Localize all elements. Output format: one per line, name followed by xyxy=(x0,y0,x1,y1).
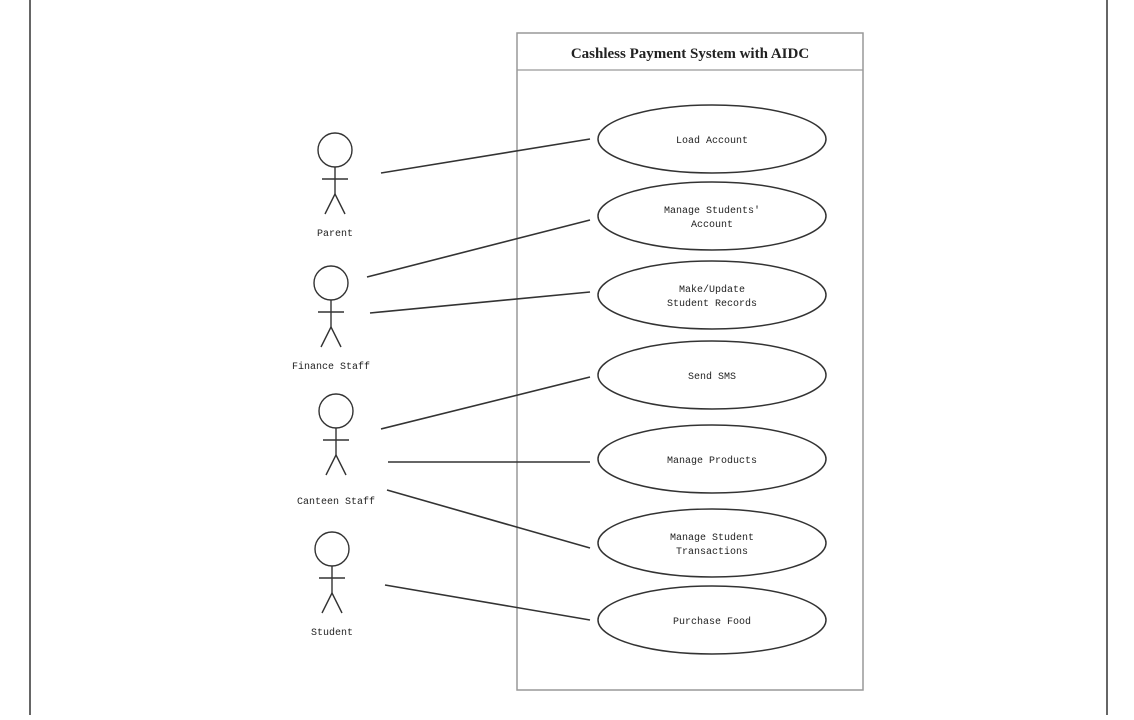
system-title: Cashless Payment System with AIDC xyxy=(571,46,809,62)
actor-student: Student xyxy=(311,531,353,639)
actor-head xyxy=(318,393,354,429)
actor-label: Canteen Staff xyxy=(297,496,375,508)
use-case-manage-products: Manage Products xyxy=(597,424,827,494)
use-case-ellipse xyxy=(597,260,827,330)
use-case-label: Manage Products xyxy=(667,455,757,467)
actor-left-leg xyxy=(320,326,332,348)
use-case-label: Make/Update xyxy=(679,284,745,296)
actor-label: Finance Staff xyxy=(292,361,370,373)
actor-parent: Parent xyxy=(317,132,353,240)
system-boundary: Cashless Payment System with AIDC xyxy=(516,32,864,691)
actor-left-leg xyxy=(321,592,333,614)
use-case-label: Account xyxy=(691,220,733,231)
use-case-send-sms: Send SMS xyxy=(597,340,827,410)
actor-finance-staff: Finance Staff xyxy=(292,265,370,373)
use-case-ellipse xyxy=(597,104,827,174)
use-case-label: Transactions xyxy=(676,546,748,558)
use-case-ellipse xyxy=(597,181,827,251)
use-case-label: Load Account xyxy=(676,135,748,147)
use-case-label: Student Records xyxy=(667,298,757,310)
associations xyxy=(366,138,591,621)
association-parent-to-load-account xyxy=(380,138,591,174)
use-case-ellipse xyxy=(597,424,827,494)
use-case-ellipse xyxy=(597,508,827,578)
actor-label: Parent xyxy=(317,229,353,240)
use-case-label: Manage Student xyxy=(670,532,754,544)
actor-left-leg xyxy=(324,193,336,215)
use-case-load-account: Load Account xyxy=(597,104,827,174)
actor-head xyxy=(314,531,350,567)
actor-right-leg xyxy=(330,326,342,348)
association-canteen-staff-to-send-sms xyxy=(380,376,591,430)
association-finance-staff-to-manage-students-account xyxy=(366,219,591,278)
actor-label: Student xyxy=(311,627,353,639)
use-case-label: Manage Students' xyxy=(664,205,760,217)
association-student-to-purchase-food xyxy=(384,584,591,621)
actor-left-leg xyxy=(325,454,337,476)
actor-right-leg xyxy=(335,454,347,476)
use-case-purchase-food: Purchase Food xyxy=(597,585,827,655)
use-case-ellipse xyxy=(597,585,827,655)
use-case-label: Purchase Food xyxy=(673,616,751,628)
association-canteen-staff-to-manage-student-transactions xyxy=(386,489,591,549)
association-finance-staff-to-make-update-student-records xyxy=(369,291,591,314)
actor-right-leg xyxy=(331,592,343,614)
actor-head xyxy=(313,265,349,301)
use-case-label: Send SMS xyxy=(688,371,736,383)
actor-right-leg xyxy=(334,193,346,215)
actor-canteen-staff: Canteen Staff xyxy=(297,393,375,508)
use-case-manage-students-account: Manage Students' Account xyxy=(597,181,827,251)
use-case-ellipse xyxy=(597,340,827,410)
actor-head xyxy=(317,132,353,168)
